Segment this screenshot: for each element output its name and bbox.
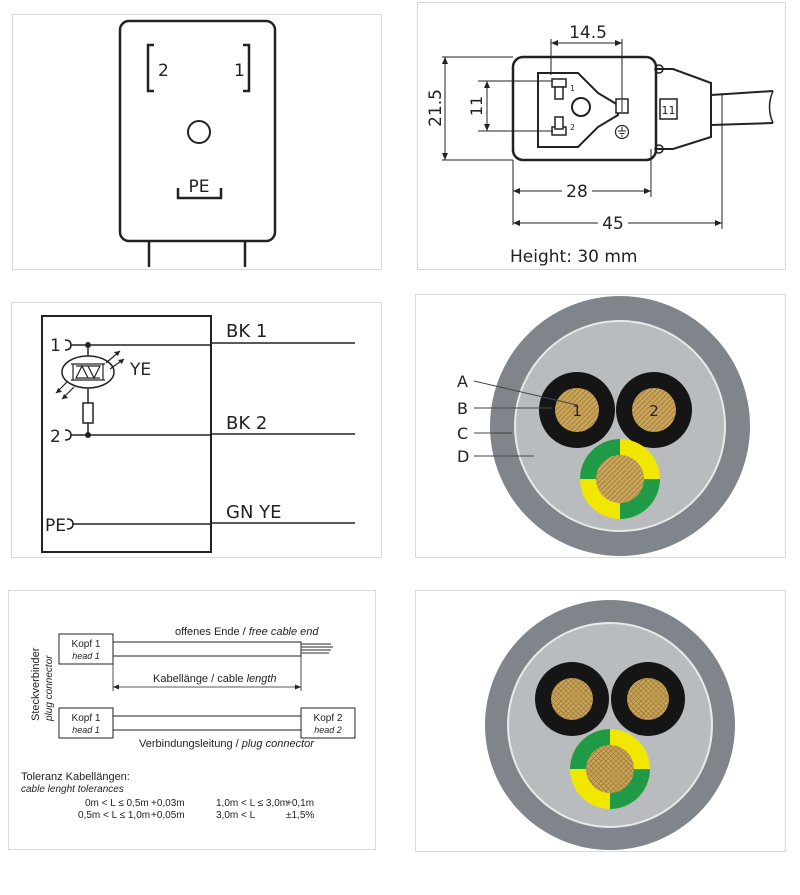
resistor bbox=[82, 402, 94, 424]
head-1-bottom-en: head 1 bbox=[72, 725, 100, 735]
tolerance-subtitle: cable lenght tolerances bbox=[21, 784, 124, 795]
cable-marker-label: 11 bbox=[662, 104, 676, 117]
leader-a bbox=[473, 380, 578, 406]
pin-2-label: 2 bbox=[158, 61, 169, 81]
contact-2-blade bbox=[554, 116, 564, 130]
dim-width-body: 28 bbox=[566, 182, 588, 202]
screw-top bbox=[654, 64, 664, 74]
terminal-2-socket bbox=[64, 429, 72, 441]
cable-length-panel: Steckverbinder plug connector offenes En… bbox=[8, 590, 376, 850]
pin-1-bracket bbox=[243, 43, 251, 93]
core-1-conductor-plain bbox=[551, 678, 593, 720]
tol-value-1: +0,03m bbox=[151, 798, 185, 809]
center-hole bbox=[187, 120, 211, 144]
wiring-drawing: BK 1 BK 2 GN YE 1 2 PE bbox=[41, 315, 355, 553]
head-1-bottom bbox=[58, 707, 114, 739]
core-pe bbox=[580, 439, 660, 519]
side-label-en: plug connector bbox=[44, 655, 55, 722]
tol-range-4: 3,0m < L bbox=[216, 810, 256, 821]
plug-pin-1-label: 1 bbox=[570, 84, 575, 93]
core-2-conductor bbox=[632, 388, 676, 432]
head-1-top bbox=[58, 633, 114, 665]
dim-height-left: 21.5 bbox=[426, 89, 446, 127]
tol-range-3: 1,0m < L ≤ 3,0m bbox=[216, 798, 288, 809]
pe-bracket bbox=[176, 188, 223, 200]
led-diodes bbox=[71, 363, 105, 381]
pe-label: PE bbox=[189, 177, 210, 197]
label-d: D bbox=[457, 447, 469, 466]
cable-break bbox=[768, 90, 774, 124]
dimension-drawing: 11 1 2 14.5 21.5 bbox=[426, 23, 774, 267]
head-2-bottom bbox=[300, 707, 356, 739]
dimension-panel: 11 1 2 14.5 21.5 bbox=[417, 2, 786, 270]
contact-1-blade bbox=[554, 86, 564, 100]
tol-value-2: +0,05m bbox=[151, 810, 185, 821]
led-housing bbox=[61, 355, 115, 389]
wire-2-label: BK 2 bbox=[226, 413, 267, 434]
core-pe-plain bbox=[570, 729, 650, 809]
center-bore bbox=[571, 97, 591, 117]
cable-bottom bbox=[112, 715, 302, 731]
tol-value-4: ±1,5% bbox=[286, 810, 314, 821]
tol-range-1: 0m < L ≤ 0,5m bbox=[85, 798, 149, 809]
height-note: Height: 30 mm bbox=[510, 247, 637, 267]
core-2-label: 2 bbox=[649, 402, 659, 420]
label-b: B bbox=[457, 399, 468, 418]
plug-connector-label: Verbindungsleitung / plug connector bbox=[139, 738, 315, 750]
free-end-label: offenes Ende / free cable end bbox=[175, 626, 319, 638]
cross-section-drawing: 1 2 A B C D bbox=[457, 296, 750, 556]
label-a: A bbox=[457, 372, 468, 391]
pin-1-label: 1 bbox=[234, 61, 245, 81]
dim-height-inner: 11 bbox=[467, 96, 486, 116]
dim-width-total: 45 bbox=[602, 214, 624, 234]
free-wire-ends bbox=[301, 643, 333, 654]
length-label: Kabellänge / cable length bbox=[153, 673, 277, 685]
terminal-pe-label: PE bbox=[45, 516, 66, 536]
terminal-1-socket bbox=[64, 339, 72, 351]
pinout-panel: 2 1 PE bbox=[12, 14, 382, 270]
connector-outline bbox=[41, 315, 212, 553]
head-1-top-en: head 1 bbox=[72, 651, 100, 661]
head-2-en: head 2 bbox=[314, 725, 342, 735]
dim-28-bg bbox=[562, 181, 592, 201]
head-2-de: Kopf 2 bbox=[314, 713, 343, 724]
pinout-drawing: 2 1 PE bbox=[118, 19, 277, 267]
screw-bottom bbox=[654, 144, 664, 154]
tolerance-title: Toleranz Kabellängen: bbox=[21, 771, 130, 783]
wiring-panel: BK 1 BK 2 GN YE 1 2 PE bbox=[11, 302, 382, 558]
dim-45-bg bbox=[598, 213, 628, 233]
wire-1-label: BK 1 bbox=[226, 321, 267, 342]
dim-width-top: 14.5 bbox=[569, 23, 607, 43]
cross-section-panel: 1 2 A B C D bbox=[415, 294, 786, 558]
wire-pe-label: GN YE bbox=[226, 502, 282, 523]
core-1-label: 1 bbox=[572, 402, 582, 420]
terminal-pe-socket bbox=[66, 518, 74, 530]
tol-range-2: 0,5m < L ≤ 1,0m bbox=[78, 810, 150, 821]
side-label-de: Steckverbinder bbox=[30, 647, 42, 721]
connector-face bbox=[118, 19, 277, 243]
tol-value-3: +0,1m bbox=[286, 798, 314, 809]
terminal-2-label: 2 bbox=[50, 427, 61, 447]
core-2-conductor-plain bbox=[627, 678, 669, 720]
head-1-top-de: Kopf 1 bbox=[72, 639, 101, 650]
cable-length-drawing: Steckverbinder plug connector offenes En… bbox=[21, 626, 356, 821]
plug-pin-2-label: 2 bbox=[570, 123, 575, 132]
cable-top-edge bbox=[710, 90, 774, 96]
ground-icon bbox=[614, 124, 630, 140]
cross-section-plain-drawing bbox=[485, 600, 735, 850]
terminal-1-label: 1 bbox=[50, 336, 61, 356]
led-label: YE bbox=[129, 360, 151, 380]
cable-top bbox=[112, 641, 302, 657]
label-c: C bbox=[457, 424, 468, 443]
dim-14-5-bg bbox=[572, 23, 608, 41]
core-1-conductor bbox=[555, 388, 599, 432]
cable-marker bbox=[659, 98, 678, 120]
led-emission-arrows bbox=[55, 350, 125, 400]
cross-section-plain-panel bbox=[415, 590, 786, 852]
head-1-bottom-de: Kopf 1 bbox=[72, 713, 101, 724]
cable-bottom-edge bbox=[710, 122, 774, 126]
pin-2-bracket bbox=[146, 43, 154, 93]
